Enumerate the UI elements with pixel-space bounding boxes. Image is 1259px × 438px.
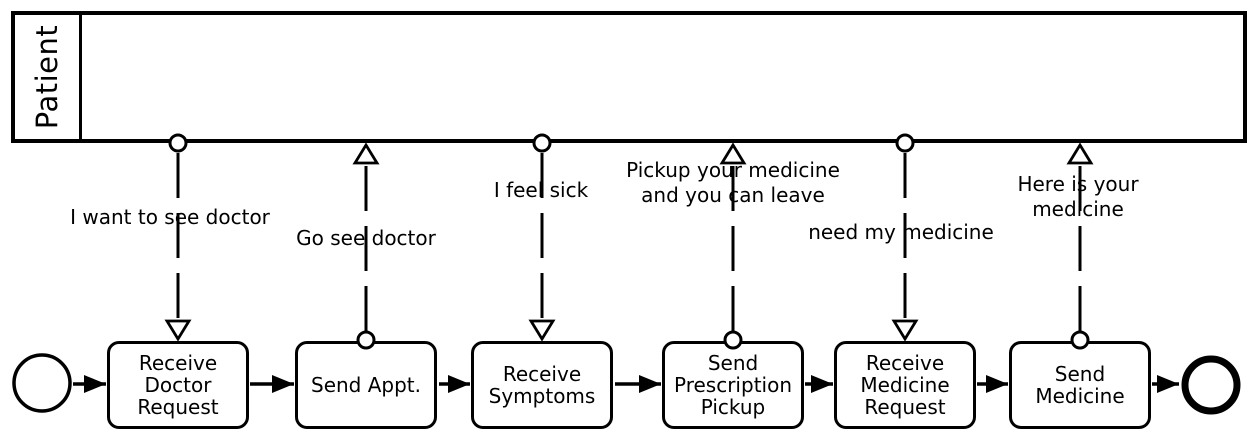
message-flow-open-arrow-icon: [719, 142, 747, 165]
message-flow-label-need-my-medicine: need my medicine: [808, 220, 994, 244]
message-flow-start-circle-icon: [168, 133, 188, 153]
task-label: Send Prescription Pickup: [674, 351, 792, 419]
message-flow-label-go-see-doctor: Go see doctor: [296, 226, 436, 250]
task-label: Send Appt.: [311, 373, 421, 397]
end-event-icon[interactable]: [1181, 355, 1241, 415]
message-flow-go-see-doctor[interactable]: [352, 142, 380, 350]
message-flow-start-circle-icon: [895, 133, 915, 153]
message-flow-label-pickup-your-medicine: Pickup your medicine and you can leave: [626, 158, 840, 207]
task-label: Send Medicine: [1035, 362, 1125, 408]
message-flow-i-want-to-see-doctor[interactable]: [164, 133, 192, 342]
message-flow-pickup-your-medicine[interactable]: [719, 142, 747, 350]
task-label: Receive Medicine Request: [860, 351, 950, 419]
message-flow-label-i-want-to-see-doctor: I want to see doctor: [70, 205, 270, 229]
task-receive-doctor-request[interactable]: Receive Doctor Request: [107, 341, 249, 429]
message-flow-start-circle-icon: [723, 330, 743, 350]
message-flow-open-arrow-icon: [528, 319, 556, 342]
message-flow-need-my-medicine[interactable]: [891, 133, 919, 342]
start-event-icon[interactable]: [12, 353, 72, 413]
message-flow-start-circle-icon: [532, 133, 552, 153]
message-flow-open-arrow-icon: [164, 319, 192, 342]
message-flow-label-here-is-your-medicine: Here is your medicine: [1017, 172, 1139, 221]
task-send-appt[interactable]: Send Appt.: [295, 341, 437, 429]
task-receive-medicine-request[interactable]: Receive Medicine Request: [834, 341, 976, 429]
task-send-medicine[interactable]: Send Medicine: [1009, 341, 1151, 429]
message-flow-start-circle-icon: [1070, 330, 1090, 350]
message-flow-label-i-feel-sick: I feel sick: [493, 178, 589, 202]
task-send-prescription-pickup[interactable]: Send Prescription Pickup: [662, 341, 804, 429]
message-flow-here-is-your-medicine[interactable]: [1066, 142, 1094, 350]
message-flow-start-circle-icon: [356, 330, 376, 350]
pool-patient[interactable]: Patient: [11, 11, 1247, 143]
message-flow-open-arrow-icon: [352, 142, 380, 165]
message-flow-i-feel-sick[interactable]: [528, 133, 556, 342]
task-receive-symptoms[interactable]: Receive Symptoms: [471, 341, 613, 429]
pool-label-band[interactable]: Patient: [15, 15, 82, 139]
message-flow-open-arrow-icon: [1066, 142, 1094, 165]
task-label: Receive Doctor Request: [137, 351, 219, 419]
message-flow-open-arrow-icon: [891, 319, 919, 342]
task-label: Receive Symptoms: [488, 362, 596, 408]
